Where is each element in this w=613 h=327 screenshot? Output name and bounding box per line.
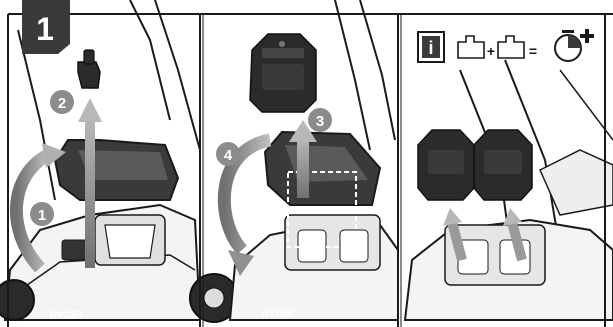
equals-sign: =: [529, 43, 537, 59]
callout-3-label: 3: [316, 113, 324, 130]
battery-pack: [250, 34, 316, 112]
callout-3: 3: [308, 108, 332, 132]
info-icon-letter: i: [428, 38, 433, 58]
step-number: 1: [36, 11, 54, 47]
brand-logo: RYOBI: [50, 310, 82, 321]
callout-2-label: 2: [58, 95, 66, 112]
callout-4-label: 4: [224, 147, 233, 164]
battery-pack-left: [418, 130, 474, 200]
step-badge: 1: [22, 0, 70, 54]
battery-pack-right: [474, 130, 532, 200]
callout-1: 1: [30, 202, 54, 226]
callout-2: 2: [50, 90, 74, 114]
callout-1-label: 1: [38, 207, 46, 224]
plus-sign: +: [487, 43, 495, 59]
callout-4: 4: [216, 142, 240, 166]
brand-logo: RYOBI: [262, 308, 294, 319]
